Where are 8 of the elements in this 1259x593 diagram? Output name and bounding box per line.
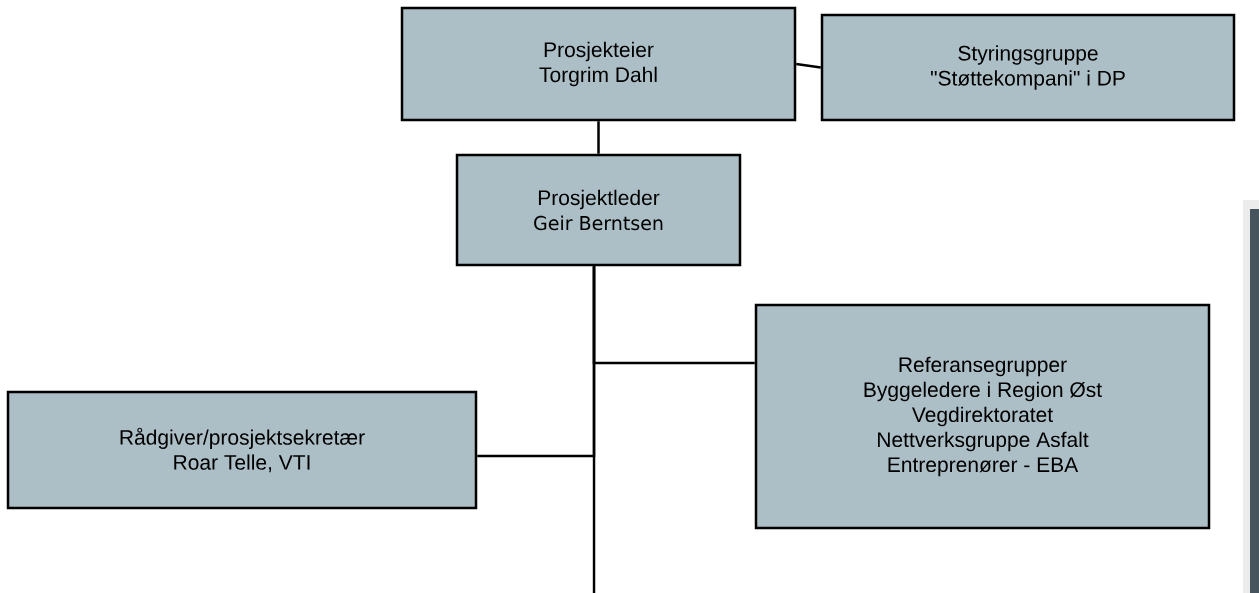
connector-line	[796, 62, 821, 69]
connector-line	[597, 121, 600, 154]
org-box: Rådgiver/prosjektsekretær Roar Telle, VTI	[6, 390, 478, 510]
org-box: Styringsgruppe "Støttekompani" i DP	[820, 13, 1236, 122]
org-box: Prosjektleder Geir Berntsen	[455, 153, 742, 267]
org-box: Referansegrupper Byggeledere i Region Øst Vegdirektoratet Nettverksgruppe Asfalt Entreprenører - EBA	[754, 303, 1211, 530]
connector-line	[592, 266, 596, 593]
org-box: Prosjekteier Torgrim Dahl	[400, 6, 797, 122]
